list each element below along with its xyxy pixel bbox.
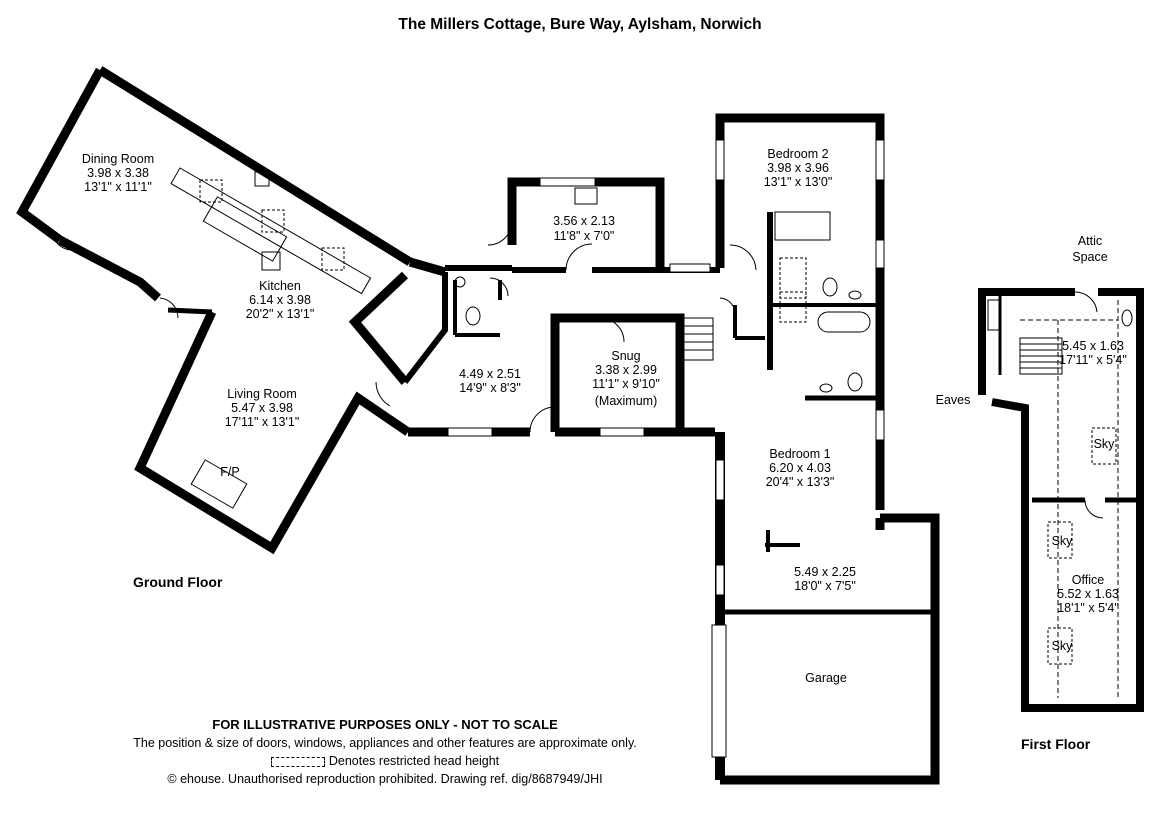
sky-label-3: Sky [1052, 639, 1074, 653]
disclaimer-heading: FOR ILLUSTRATIVE PURPOSES ONLY - NOT TO … [212, 717, 558, 732]
snug-metric: 3.38 x 2.99 [595, 363, 657, 377]
living-room-imperial: 17'11" x 13'1" [225, 415, 300, 429]
disclaimer-headheight: Denotes restricted head height [60, 752, 710, 770]
snug-imperial: 11'1" x 9'10" [592, 377, 660, 391]
kitchen-name: Kitchen [259, 279, 301, 293]
disclaimer: FOR ILLUSTRATIVE PURPOSES ONLY - NOT TO … [60, 716, 710, 788]
dining-room-metric: 3.98 x 3.38 [87, 166, 149, 180]
living-room-metric: 5.47 x 3.98 [231, 401, 293, 415]
lobby-metric: 5.49 x 2.25 [794, 565, 856, 579]
eaves-label: Eaves [936, 393, 971, 407]
attic-line2: Space [1072, 250, 1107, 264]
bedroom2-imperial: 13'1" x 13'0" [764, 175, 833, 189]
snug-name: Snug [611, 349, 640, 363]
doors [53, 220, 757, 433]
windows [447, 139, 885, 758]
kitchen-metric: 6.14 x 3.98 [249, 293, 311, 307]
plan-title: The Millers Cottage, Bure Way, Aylsham, … [398, 16, 762, 33]
first-floor-details [987, 291, 1133, 698]
attic-line1: Attic [1078, 234, 1102, 248]
disclaimer-headheight-text: Denotes restricted head height [328, 754, 500, 768]
hall-metric: 4.49 x 2.51 [459, 367, 521, 381]
office-imperial: 18'1" x 5'4" [1057, 601, 1119, 615]
dining-room-name: Dining Room [82, 152, 154, 166]
utility-imperial: 11'8" x 7'0" [554, 229, 615, 243]
office-metric: 5.52 x 1.63 [1057, 587, 1119, 601]
restricted-height-swatch [270, 756, 325, 767]
disclaimer-copyright: © ehouse. Unauthorised reproduction proh… [167, 772, 603, 786]
sky-label-1: Sky [1094, 437, 1116, 451]
fireplace-label: F/P [220, 465, 239, 479]
bedroom2-metric: 3.98 x 3.96 [767, 161, 829, 175]
first-floor-label: First Floor [1021, 736, 1091, 752]
room-labels: Dining Room 3.98 x 3.38 13'1" x 11'1" Ki… [82, 147, 1127, 685]
garage-name: Garage [805, 671, 847, 685]
kitchen-fittings [170, 167, 871, 509]
living-room-name: Living Room [227, 387, 296, 401]
ground-floor-label: Ground Floor [133, 574, 223, 590]
dining-room-imperial: 13'1" x 11'1" [84, 180, 152, 194]
bedroom1-metric: 6.20 x 4.03 [769, 461, 831, 475]
firstfloor-room-metric: 5.45 x 1.63 [1062, 339, 1124, 353]
snug-note: (Maximum) [595, 394, 658, 408]
office-name: Office [1072, 573, 1104, 587]
disclaimer-approximate: The position & size of doors, windows, a… [133, 736, 637, 750]
utility-metric: 3.56 x 2.13 [553, 214, 615, 228]
bedroom2-name: Bedroom 2 [767, 147, 828, 161]
hall-imperial: 14'9" x 8'3" [459, 381, 521, 395]
sky-label-2: Sky [1052, 534, 1074, 548]
lobby-imperial: 18'0" x 7'5" [794, 579, 856, 593]
bedroom1-name: Bedroom 1 [769, 447, 830, 461]
kitchen-imperial: 20'2" x 13'1" [246, 307, 315, 321]
bedroom1-imperial: 20'4" x 13'3" [766, 475, 835, 489]
firstfloor-room-imperial: 17'11" x 5'4" [1059, 353, 1127, 367]
